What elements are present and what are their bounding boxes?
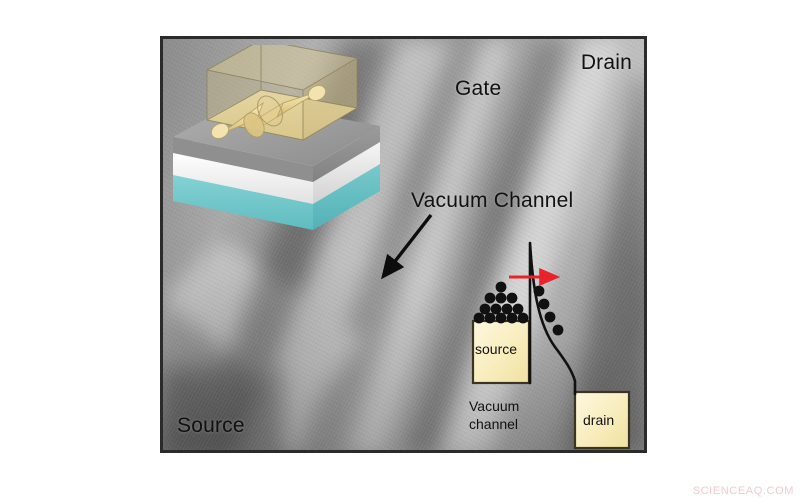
drain-energy-box: drain xyxy=(573,390,631,450)
sem-label-vacuum-channel: Vacuum Channel xyxy=(411,189,574,212)
sem-label-gate: Gate xyxy=(455,77,502,100)
device-schematic-inset xyxy=(173,45,380,230)
vacuum-channel-label-line2: channel xyxy=(469,416,518,432)
vacuum-channel-pointer-arrow xyxy=(381,213,433,280)
transparent-gate-box xyxy=(205,45,359,141)
vacuum-channel-label-line1: Vacuum xyxy=(469,398,519,414)
potential-barrier-curve xyxy=(528,241,577,396)
watermark: SCIENCEAQ.COM xyxy=(692,485,794,497)
sem-label-drain: Drain xyxy=(580,51,632,74)
band-diagram-inset: source drain xyxy=(469,241,631,450)
source-box-label: source xyxy=(475,341,517,357)
drain-box-label: drain xyxy=(583,412,614,428)
figure-frame: Drain Gate Source Vacuum Channel source xyxy=(160,36,647,453)
nanowire-cylinder xyxy=(243,95,284,138)
source-electron-stack xyxy=(473,281,529,324)
sem-micrograph-background xyxy=(163,39,644,450)
sem-label-source: Source xyxy=(177,414,245,437)
sem-streak-overlay xyxy=(163,39,644,450)
source-energy-box: source xyxy=(471,319,531,385)
tunneling-electron-trail xyxy=(533,285,564,336)
